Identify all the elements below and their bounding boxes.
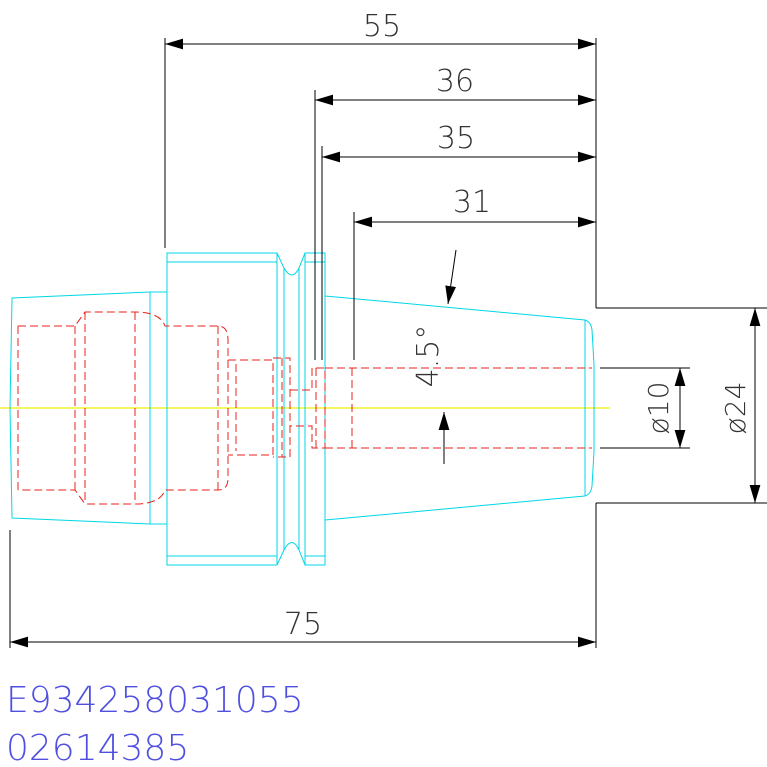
part-outline: [9, 252, 595, 566]
dim-d10-label: ø10: [642, 382, 675, 435]
dim-55-label: 55: [363, 9, 401, 44]
dim-75-label: 75: [284, 607, 322, 642]
part-code-line2: 02614385: [6, 728, 189, 767]
dimension-lines: [9, 38, 767, 648]
dim-36-label: 36: [436, 64, 474, 99]
dim-35-label: 35: [437, 121, 475, 156]
hidden-lines: [17, 311, 592, 505]
part-code-line1: E934258031055: [6, 680, 304, 721]
dim-31-label: 31: [453, 185, 491, 220]
dim-d24-label: ø24: [719, 382, 752, 435]
angle-label: 4.5°: [411, 325, 446, 388]
angle-leader-top: [445, 249, 457, 305]
